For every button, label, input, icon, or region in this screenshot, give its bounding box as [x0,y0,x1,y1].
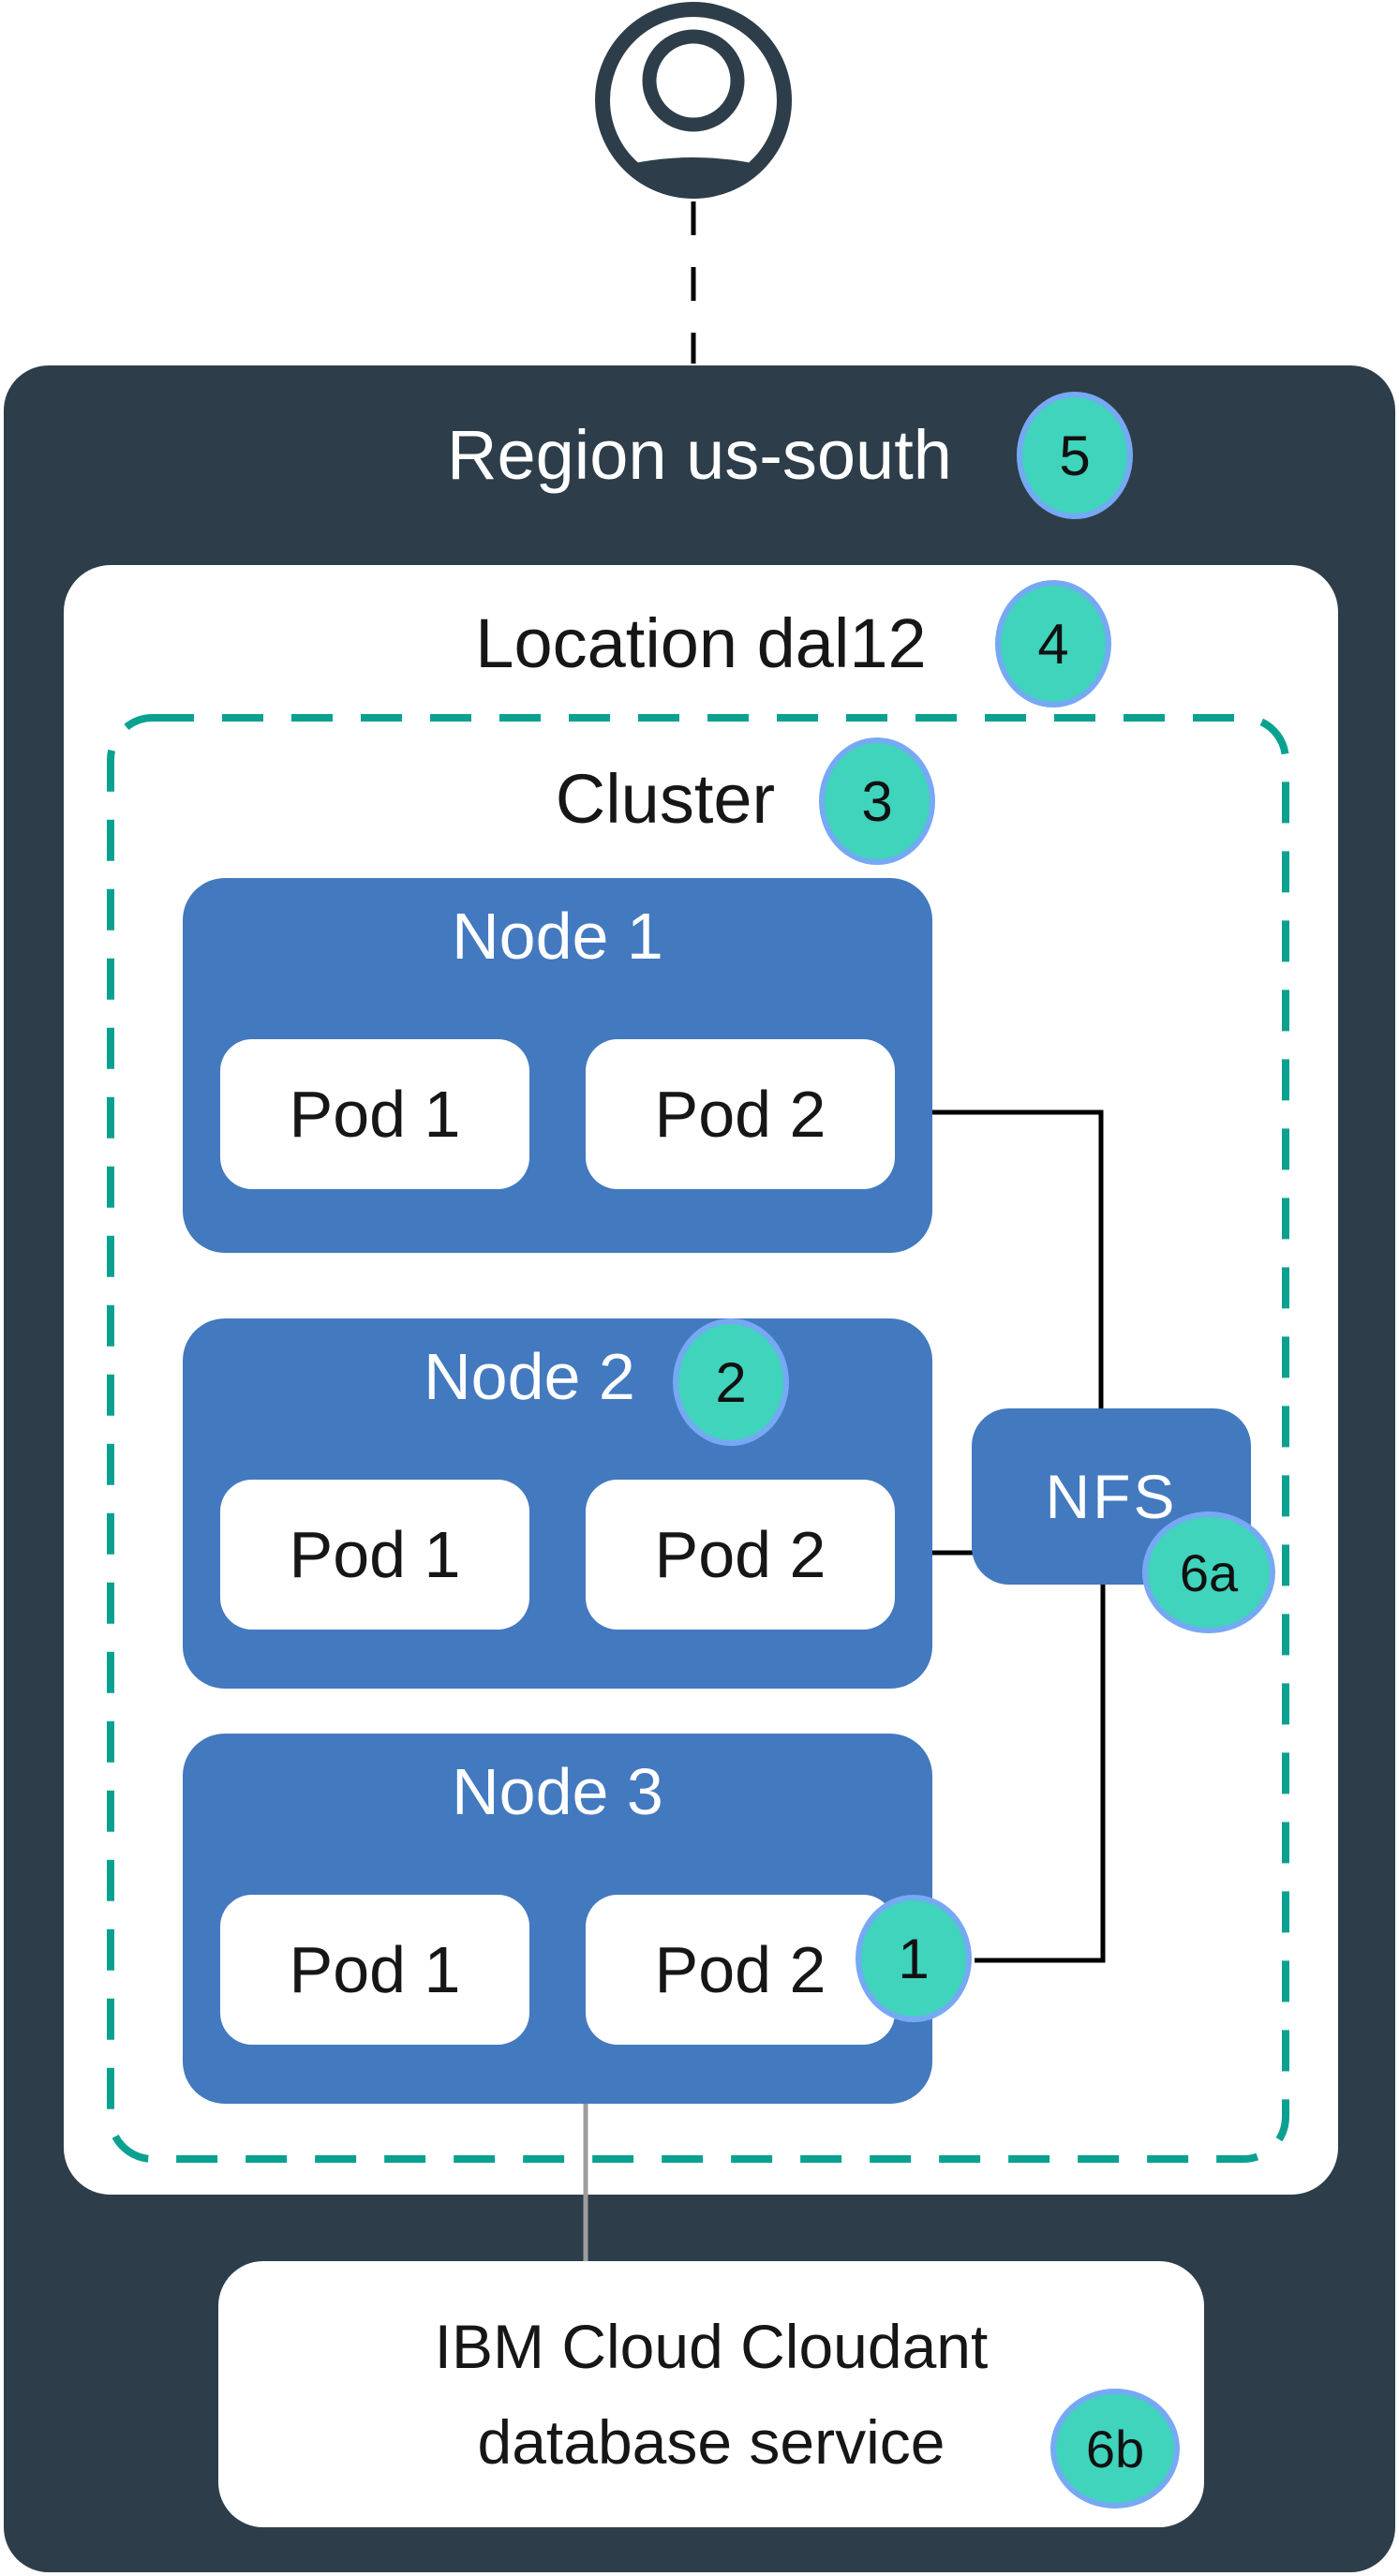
step-badge-6b: 6b [1050,2389,1180,2509]
region-title: Region us-south [447,416,952,494]
node-1: Node 1 Pod 1 Pod 2 [183,878,932,1253]
cloudant-line-1: IBM Cloud Cloudant [434,2312,989,2381]
location-title: Location dal12 [475,604,927,682]
step-badge-1: 1 [856,1895,972,2022]
node-3-title: Node 3 [452,1755,663,1828]
node-2-title: Node 2 [424,1340,635,1413]
step-badge-3: 3 [819,737,935,865]
node-2: Node 2 Pod 1 Pod 2 [183,1318,932,1689]
cloudant-line-2: database service [477,2407,945,2477]
step-badge-6a: 6a [1142,1511,1275,1633]
node-3-pod-1: Pod 1 [220,1895,529,2045]
node-1-pod-1: Pod 1 [220,1039,529,1189]
node-1-pod-2: Pod 2 [586,1039,895,1189]
node-3-pod-2: Pod 2 [586,1895,895,2045]
node-2-pod-2: Pod 2 [586,1480,895,1630]
cluster-title: Cluster [555,760,776,838]
node-1-title: Node 1 [452,900,663,973]
step-badge-2: 2 [673,1318,789,1446]
user-icon [595,2,792,199]
step-badge-5: 5 [1017,392,1133,519]
step-badge-4: 4 [995,580,1111,707]
node-2-pod-1: Pod 1 [220,1480,529,1630]
cloudant-service-box: IBM Cloud Cloudant database service [218,2261,1204,2527]
node-3: Node 3 Pod 1 Pod 2 [183,1734,932,2104]
